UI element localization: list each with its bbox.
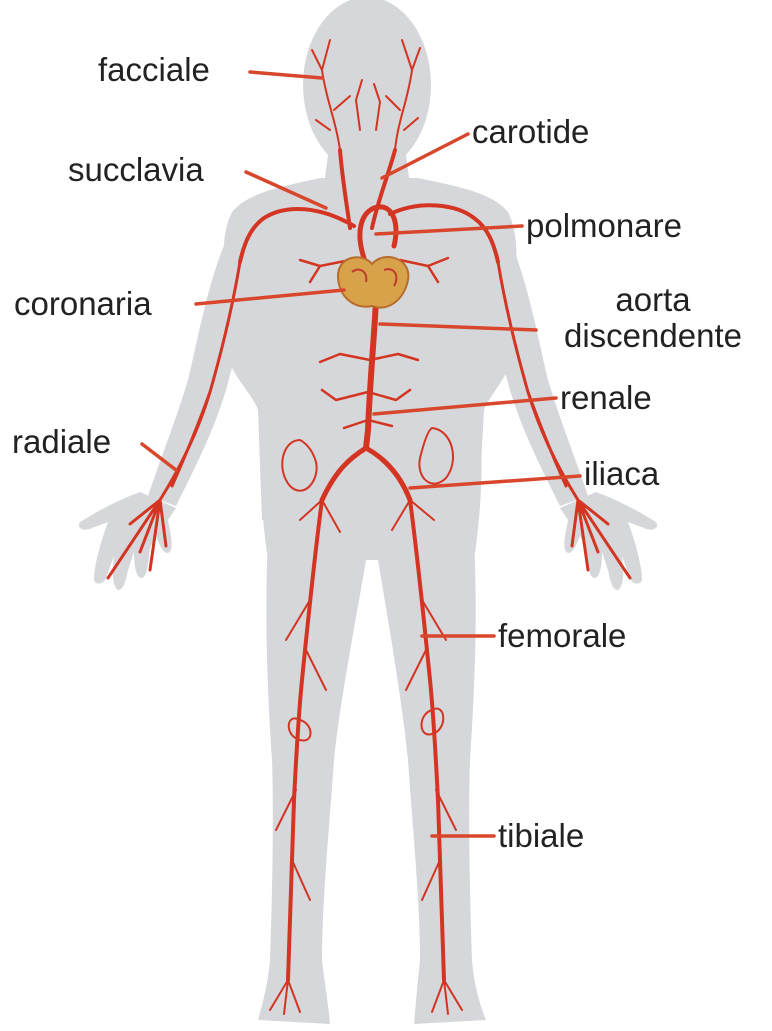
label-radiale: radiale [12,424,111,460]
leg-right [258,540,366,1024]
label-iliaca: iliaca [584,456,659,492]
heart-icon [338,257,408,308]
label-renale: renale [560,380,652,416]
label-coronaria: coronaria [14,286,152,322]
label-carotide: carotide [472,114,589,150]
leg-left [378,540,486,1024]
label-tibiale: tibiale [498,818,584,854]
label-succlavia: succlavia [68,152,204,188]
label-femorale: femorale [498,618,626,654]
label-facciale: facciale [98,52,210,88]
label-aorta-line2: discendente [540,318,766,354]
hand-left [560,492,657,590]
label-aorta-discendente: aorta discendente [540,282,766,354]
label-aorta-line1: aorta [540,282,766,318]
label-polmonare: polmonare [526,208,682,244]
